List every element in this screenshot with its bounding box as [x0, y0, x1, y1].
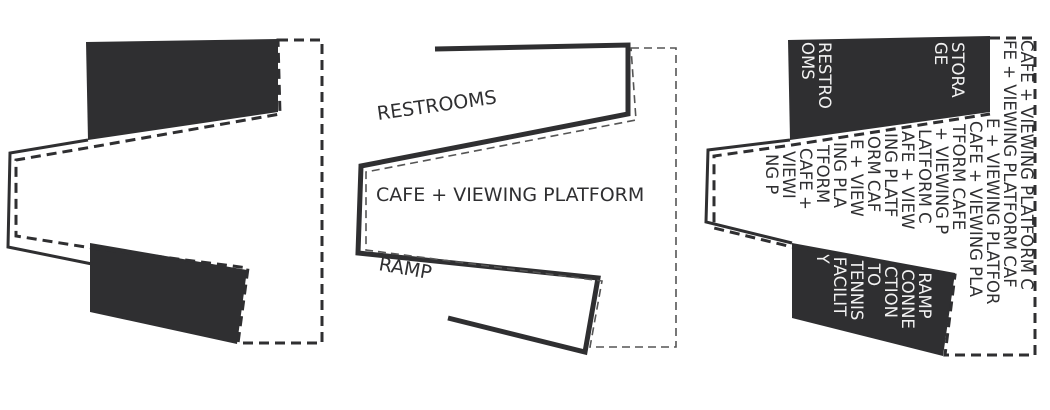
dark-bottom-label: FACILIT	[830, 257, 849, 317]
panel-1-massing	[6, 38, 324, 345]
label-cafe-viewing-platform: CAFE + VIEWING PLATFORM	[376, 184, 644, 206]
panel-2-program: RESTROOMS CAFE + VIEWING PLATFORM RAMP	[355, 42, 677, 356]
pattern-column-text: LATFORM C	[915, 129, 934, 224]
wall-outline	[6, 138, 93, 266]
pattern-column-text: ING PLATF	[881, 133, 900, 217]
pattern-column-text: ING PLA	[830, 142, 849, 209]
pattern-column-text: VIEWI	[779, 151, 798, 199]
wall-path	[355, 42, 631, 356]
dark-bottom-label: CTION	[881, 266, 900, 318]
dark-block-top	[788, 36, 990, 140]
dark-bottom-label: CONNE	[898, 269, 917, 329]
pattern-column-text: + VIEWING P	[932, 127, 951, 234]
dark-block-bottom	[792, 243, 955, 356]
dark-block-bottom	[90, 243, 247, 344]
pattern-column-text: E + VIEWING PLATFOR	[983, 118, 1002, 304]
dashed-boundary	[365, 47, 677, 348]
panel-3-text-massing: CAFE + VIEWING PLATFORM CFE + VIEWING PL…	[704, 36, 1037, 357]
dark-bottom-label: Y	[813, 253, 832, 265]
pattern-column-text: CAFE + VIEWING PLATFORM C	[1017, 40, 1036, 290]
dark-top-label: GE	[931, 42, 950, 65]
dark-block-top	[86, 39, 278, 140]
label-restrooms: RESTROOMS	[376, 86, 498, 125]
dashed-boundary	[712, 36, 1037, 357]
pattern-column-text: TFORM CAFE	[949, 123, 968, 230]
pattern-column-text: CAFE + VIEWING PLA	[966, 121, 985, 298]
dark-top-label: RESTRO	[815, 42, 834, 109]
pattern-column-text: E + VIEW	[847, 139, 866, 217]
dark-top-label: STORA	[948, 42, 967, 98]
dashed-boundary	[14, 38, 324, 345]
pattern-column-text: NG P	[762, 154, 781, 194]
pattern-column-text: ORM CAF	[864, 136, 883, 212]
dark-bottom-label: TO	[864, 262, 883, 286]
pattern-column-text: TFORM	[813, 144, 832, 203]
pattern-column-text: FE + VIEWING PLATFORM CAF	[1000, 40, 1019, 288]
pattern-column-text: AFE + VIEW	[898, 131, 917, 229]
dark-bottom-label: RAMP	[915, 272, 934, 318]
wall-outline	[704, 138, 793, 245]
text-pattern: CAFE + VIEWING PLATFORM CFE + VIEWING PL…	[762, 40, 1036, 304]
dark-top-label: OMS	[798, 42, 817, 80]
dark-bottom-label: TENNIS	[847, 259, 866, 321]
pattern-column-text: CAFE +	[796, 148, 815, 210]
